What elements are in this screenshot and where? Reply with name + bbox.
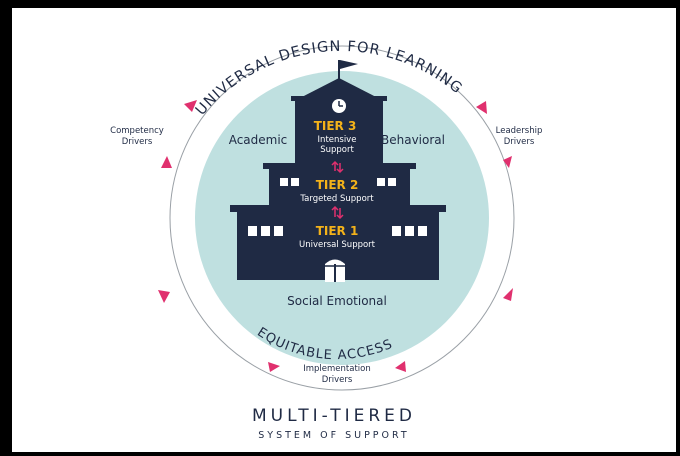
flag: [340, 60, 358, 69]
window: [418, 226, 427, 236]
window: [291, 178, 299, 186]
arrow-left-lower: [158, 290, 170, 303]
outer-ring: [169, 45, 515, 391]
tier2-subtitle: Targeted Support: [299, 194, 374, 204]
competency-drivers-line2: Drivers: [122, 137, 153, 147]
window: [405, 226, 414, 236]
domain-behavioral-label: Behavioral: [381, 133, 445, 147]
door-icon: [325, 259, 345, 282]
tier3-cornice: [291, 96, 387, 101]
arrow-right-upper: [503, 156, 512, 168]
window: [388, 178, 396, 186]
implementation-drivers-line2: Drivers: [322, 375, 353, 385]
window: [248, 226, 257, 236]
flag-pole: [338, 60, 340, 82]
tier3-tier2-arrows-icon: [331, 160, 344, 174]
tier3-title: TIER 3: [314, 119, 357, 133]
tier3-subtitle-line2: Support: [320, 145, 354, 155]
arrow-top-left: [184, 100, 197, 112]
tier2-block: [269, 166, 410, 208]
arrow-top-right: [476, 101, 487, 114]
tier1-cornice: [230, 205, 446, 212]
arrow-bottom-left: [268, 362, 280, 372]
footer-subtitle: SYSTEM OF SUPPORT: [258, 430, 409, 441]
domain-social-emotional-label: Social Emotional: [287, 294, 387, 308]
implementation-drivers-line1: Implementation: [303, 364, 371, 374]
window: [274, 226, 283, 236]
mtss-diagram: UNIVERSAL DESIGN FOR LEARNING EQUITABLE …: [110, 39, 543, 441]
windows: [248, 178, 427, 236]
tier2-tier1-arrows-icon: [331, 205, 344, 220]
arrow-right-lower: [503, 288, 513, 301]
leadership-drivers-line1: Leadership: [496, 126, 543, 136]
window: [392, 226, 401, 236]
roof: [298, 78, 380, 99]
clock-icon: [332, 99, 346, 113]
tier2-title: TIER 2: [316, 178, 359, 192]
arrow-bottom-right: [395, 361, 406, 372]
tier1-subtitle: Universal Support: [299, 240, 376, 250]
footer-title: MULTI-TIERED: [252, 406, 416, 426]
leadership-drivers-line2: Drivers: [504, 137, 535, 147]
arrow-left-upper: [161, 156, 172, 168]
tier1-title: TIER 1: [316, 224, 359, 238]
window: [280, 178, 288, 186]
ring-arrows: [158, 100, 513, 372]
competency-drivers-line1: Competency: [110, 126, 164, 136]
domain-academic-label: Academic: [229, 133, 288, 147]
diagram-canvas: UNIVERSAL DESIGN FOR LEARNING EQUITABLE …: [12, 8, 676, 452]
window: [377, 178, 385, 186]
window: [261, 226, 270, 236]
tier3-subtitle-line1: Intensive: [318, 135, 357, 145]
